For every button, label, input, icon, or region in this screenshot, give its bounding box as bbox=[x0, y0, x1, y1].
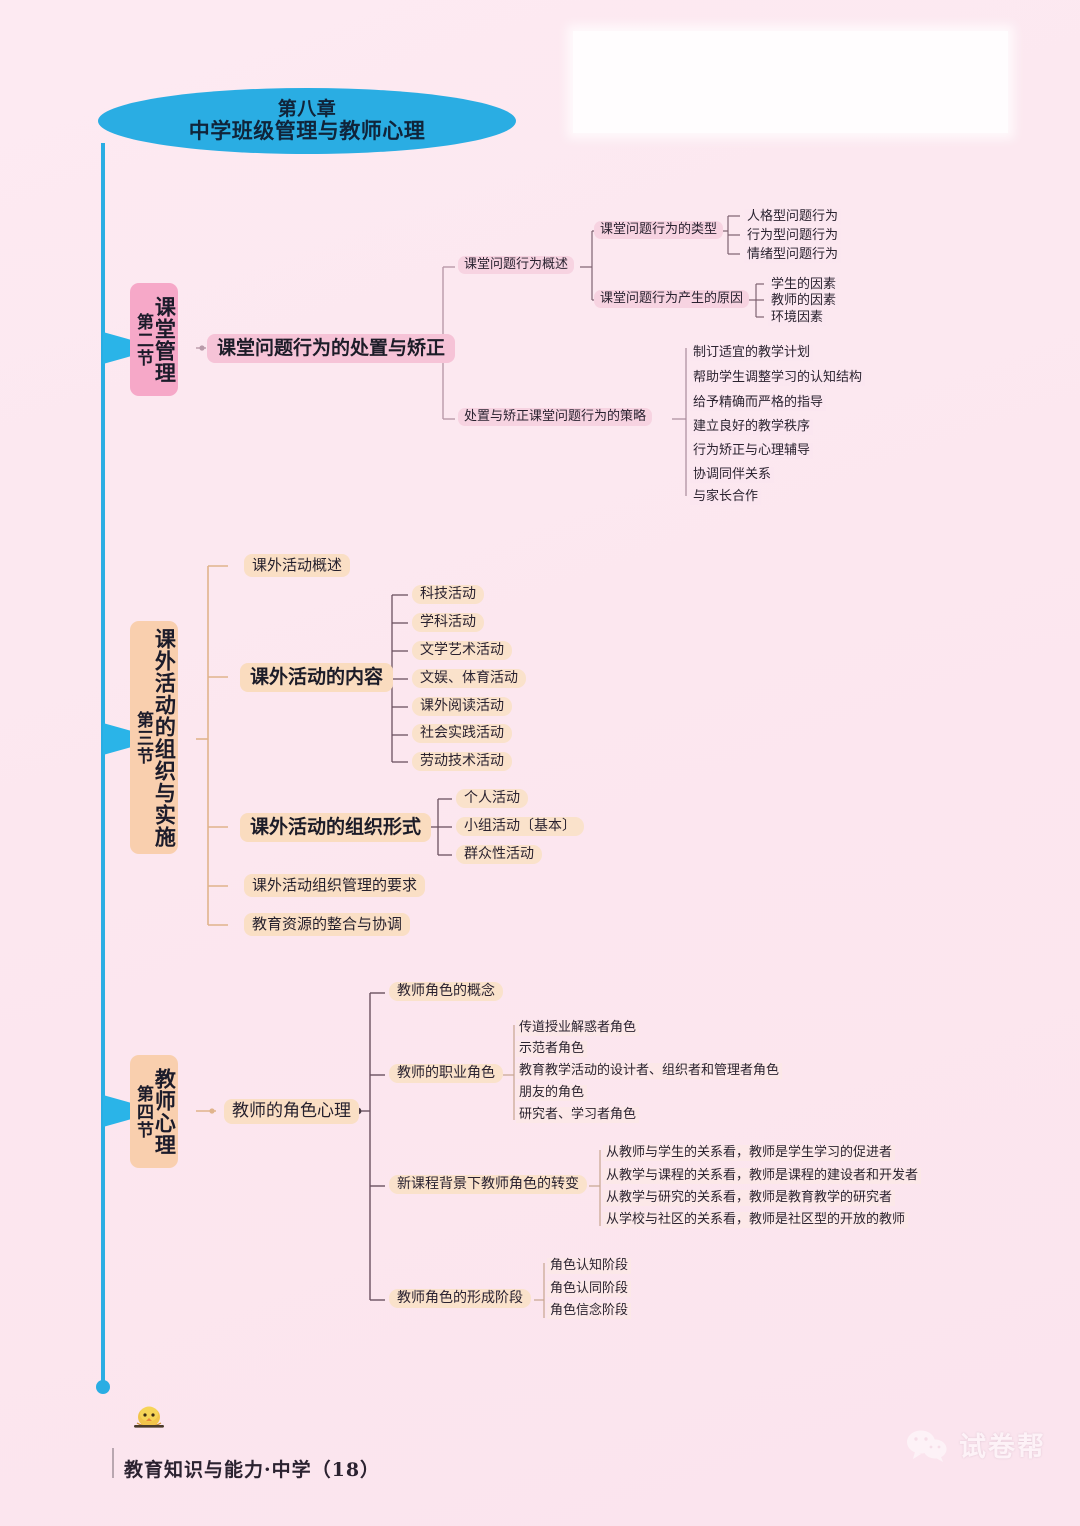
node-handling-strategies[interactable]: 处置与矫正课堂问题行为的策略 bbox=[458, 408, 653, 427]
leaf-emotion-type: 情绪型问题行为 bbox=[744, 247, 842, 264]
leaf-subject-activity: 学科活动 bbox=[412, 613, 484, 633]
node-teacher-role-formation-stages[interactable]: 教师角色的形成阶段 bbox=[389, 1289, 531, 1309]
node-extracurricular-overview[interactable]: 课外活动概述 bbox=[244, 554, 351, 577]
node-teacher-role-psychology[interactable]: 教师的角色心理 bbox=[224, 1099, 359, 1124]
section-2-title: 课堂管理 bbox=[152, 295, 177, 384]
leaf-social-practice-activity: 社会实践活动 bbox=[412, 724, 512, 744]
leaf-entertainment-sports-activity: 文娱、体育活动 bbox=[412, 669, 526, 689]
leaf-stage-belief: 角色信念阶段 bbox=[547, 1303, 632, 1320]
leaf-strategy-2: 帮助学生调整学习的认知结构 bbox=[690, 370, 866, 387]
leaf-teacher-factor: 教师的因素 bbox=[768, 293, 840, 310]
node-education-resource-integration[interactable]: 教育资源的整合与协调 bbox=[244, 913, 411, 936]
leaf-transformation-2: 从教学与课程的关系看，教师是课程的建设者和开发者 bbox=[603, 1168, 922, 1185]
leaf-student-factor: 学生的因素 bbox=[768, 277, 840, 294]
watermark: 试卷帮 bbox=[905, 1425, 1046, 1464]
root-chapter-title: 中学班级管理与教师心理 bbox=[188, 118, 426, 143]
leaf-strategy-4: 建立良好的教学秩序 bbox=[690, 419, 814, 436]
leaf-strategy-7: 与家长合作 bbox=[690, 489, 762, 506]
leaf-individual-activity: 个人活动 bbox=[456, 789, 528, 809]
sidebar-item-section-3[interactable]: 课外活动的组织与实施 第三节 bbox=[130, 621, 178, 854]
leaf-role-researcher-learner: 研究者、学习者角色 bbox=[516, 1107, 640, 1124]
node-organization-management-requirements[interactable]: 课外活动组织管理的要求 bbox=[244, 874, 426, 897]
chick-mascot-icon bbox=[134, 1406, 164, 1428]
leaf-environment-factor: 环境因素 bbox=[768, 310, 827, 327]
leaf-strategy-6: 协调同伴关系 bbox=[690, 467, 775, 484]
node-role-transformation-new-curriculum[interactable]: 新课程背景下教师角色的转变 bbox=[389, 1175, 587, 1195]
wechat-icon bbox=[907, 1430, 947, 1462]
leaf-role-friend: 朋友的角色 bbox=[516, 1085, 588, 1102]
watermark-text: 试卷帮 bbox=[959, 1432, 1046, 1463]
node-teacher-professional-roles[interactable]: 教师的职业角色 bbox=[389, 1064, 503, 1084]
leaf-role-model: 示范者角色 bbox=[516, 1041, 588, 1058]
section-2-number: 第二节 bbox=[132, 312, 153, 367]
section-3-number: 第三节 bbox=[132, 710, 153, 765]
node-problem-behavior-causes[interactable]: 课堂问题行为产生的原因 bbox=[594, 290, 750, 309]
sidebar-item-section-4[interactable]: 教师心理 第四节 bbox=[130, 1055, 178, 1168]
leaf-role-preacher: 传道授业解惑者角色 bbox=[516, 1020, 640, 1037]
leaf-sci-tech-activity: 科技活动 bbox=[412, 585, 484, 605]
node-classroom-problem-behavior-handling[interactable]: 课堂问题行为的处置与矫正 bbox=[207, 334, 456, 363]
leaf-extracurricular-reading-activity: 课外阅读活动 bbox=[412, 697, 512, 717]
section-4-number: 第四节 bbox=[132, 1084, 153, 1139]
leaf-role-designer-organizer-manager: 教育教学活动的设计者、组织者和管理者角色 bbox=[516, 1063, 783, 1080]
leaf-labor-tech-activity: 劳动技术活动 bbox=[412, 752, 512, 772]
leaf-behavior-type: 行为型问题行为 bbox=[744, 228, 842, 245]
blank-white-box bbox=[573, 31, 1008, 133]
node-problem-behavior-types[interactable]: 课堂问题行为的类型 bbox=[594, 221, 724, 240]
section-3-title: 课外活动的组织与实施 bbox=[152, 627, 177, 848]
leaf-strategy-3: 给予精确而严格的指导 bbox=[690, 395, 827, 412]
leaf-transformation-4: 从学校与社区的关系看，教师是社区型的开放的教师 bbox=[603, 1212, 909, 1229]
leaf-personality-type: 人格型问题行为 bbox=[744, 209, 842, 226]
root-node[interactable]: 第八章 中学班级管理与教师心理 bbox=[98, 88, 516, 154]
node-extracurricular-organization-forms[interactable]: 课外活动的组织形式 bbox=[240, 813, 432, 842]
leaf-mass-activity: 群众性活动 bbox=[456, 845, 542, 865]
footer-divider bbox=[112, 1448, 114, 1478]
leaf-stage-cognition: 角色认知阶段 bbox=[547, 1258, 632, 1275]
sidebar-item-section-2[interactable]: 课堂管理 第二节 bbox=[130, 283, 178, 396]
section-4-title: 教师心理 bbox=[152, 1067, 177, 1156]
leaf-group-activity: 小组活动〔基本〕 bbox=[456, 817, 584, 837]
node-teacher-role-concept[interactable]: 教师角色的概念 bbox=[389, 982, 503, 1002]
leaf-stage-identification: 角色认同阶段 bbox=[547, 1281, 632, 1298]
leaf-transformation-1: 从教师与学生的关系看，教师是学生学习的促进者 bbox=[603, 1145, 896, 1162]
leaf-transformation-3: 从教学与研究的关系看，教师是教育教学的研究者 bbox=[603, 1190, 896, 1207]
node-extracurricular-content[interactable]: 课外活动的内容 bbox=[240, 663, 394, 692]
leaf-strategy-1: 制订适宜的教学计划 bbox=[690, 345, 814, 362]
leaf-strategy-5: 行为矫正与心理辅导 bbox=[690, 443, 814, 460]
leaf-literature-art-activity: 文学艺术活动 bbox=[412, 641, 512, 661]
node-problem-behavior-overview[interactable]: 课堂问题行为概述 bbox=[458, 256, 575, 275]
footer-label: 教育知识与能力·中学（18） bbox=[124, 1459, 381, 1481]
root-chapter-number: 第八章 bbox=[277, 97, 337, 120]
